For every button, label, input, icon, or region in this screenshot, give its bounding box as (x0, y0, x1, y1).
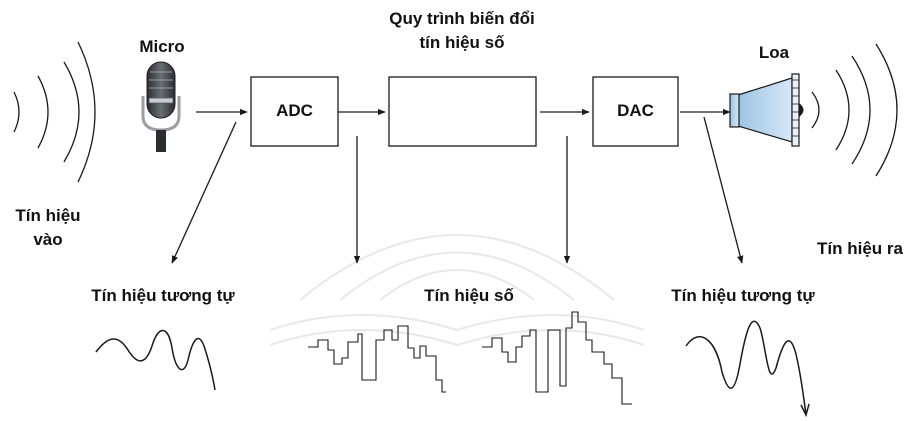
input-signal-label-line2: vào (33, 230, 62, 249)
arrow-to-analog-left (171, 121, 237, 264)
process-title-line1: Quy trình biến đổi (389, 9, 534, 28)
adc-block: ADC (250, 76, 339, 147)
analog-waveform-left (95, 329, 216, 391)
digital-signal-label: Tín hiệu số (424, 286, 514, 305)
arrow-to-analog-right (703, 116, 744, 264)
dac-label: DAC (617, 101, 654, 120)
analog-signal-label-left: Tín hiệu tương tự (91, 286, 235, 305)
adc-label: ADC (276, 101, 313, 120)
analog-waveform-right (685, 320, 807, 415)
input-signal-label-line1: Tín hiệu (15, 206, 80, 225)
arrowhead-icon (800, 403, 810, 418)
dac-block: DAC (592, 76, 679, 147)
microphone-icon (141, 61, 181, 152)
process-title-line2: tín hiệu số (420, 33, 505, 52)
output-signal-label: Tín hiệu ra (817, 239, 904, 258)
digital-waveform-left (308, 325, 446, 393)
speaker-icon (729, 73, 804, 147)
analog-signal-label-right: Tín hiệu tương tự (671, 286, 815, 305)
speaker-label: Loa (759, 43, 790, 62)
processing-block (388, 76, 537, 147)
microphone-label: Micro (139, 37, 184, 56)
sound-wave-icon (811, 43, 898, 177)
sound-wave-icon (13, 41, 96, 183)
watermark (269, 234, 645, 347)
digital-waveform-right (482, 311, 632, 405)
